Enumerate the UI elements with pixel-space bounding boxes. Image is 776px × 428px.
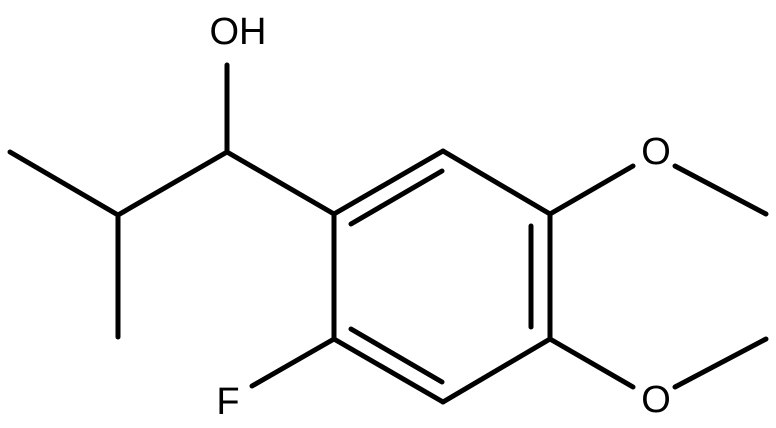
ring-bond-1-2 bbox=[331, 148, 446, 217]
hydroxyl-label: OH bbox=[210, 11, 267, 53]
bond-c1-ring bbox=[224, 149, 337, 217]
ring-bond-4-5 bbox=[440, 336, 553, 405]
ring-double-inner-5-6 bbox=[348, 326, 445, 385]
bond-o-methyl-top bbox=[672, 163, 769, 217]
bond-ring-f bbox=[249, 336, 337, 389]
bond-o-methyl-bottom bbox=[672, 336, 769, 390]
bond-c1-ch bbox=[115, 149, 230, 218]
ring-bond-5-6 bbox=[331, 336, 446, 405]
ring-bond-2-3 bbox=[440, 148, 553, 217]
bond-ring-o-top bbox=[547, 163, 636, 217]
methoxy-top-oxygen-label: O bbox=[641, 131, 671, 173]
ring-double-inner-1-2 bbox=[348, 168, 445, 227]
bond-ring-o-bottom bbox=[547, 336, 636, 390]
methoxy-bottom-oxygen-label: O bbox=[641, 379, 671, 421]
fluorine-label: F bbox=[216, 381, 239, 423]
bond-ch-methyl-left bbox=[7, 149, 121, 218]
